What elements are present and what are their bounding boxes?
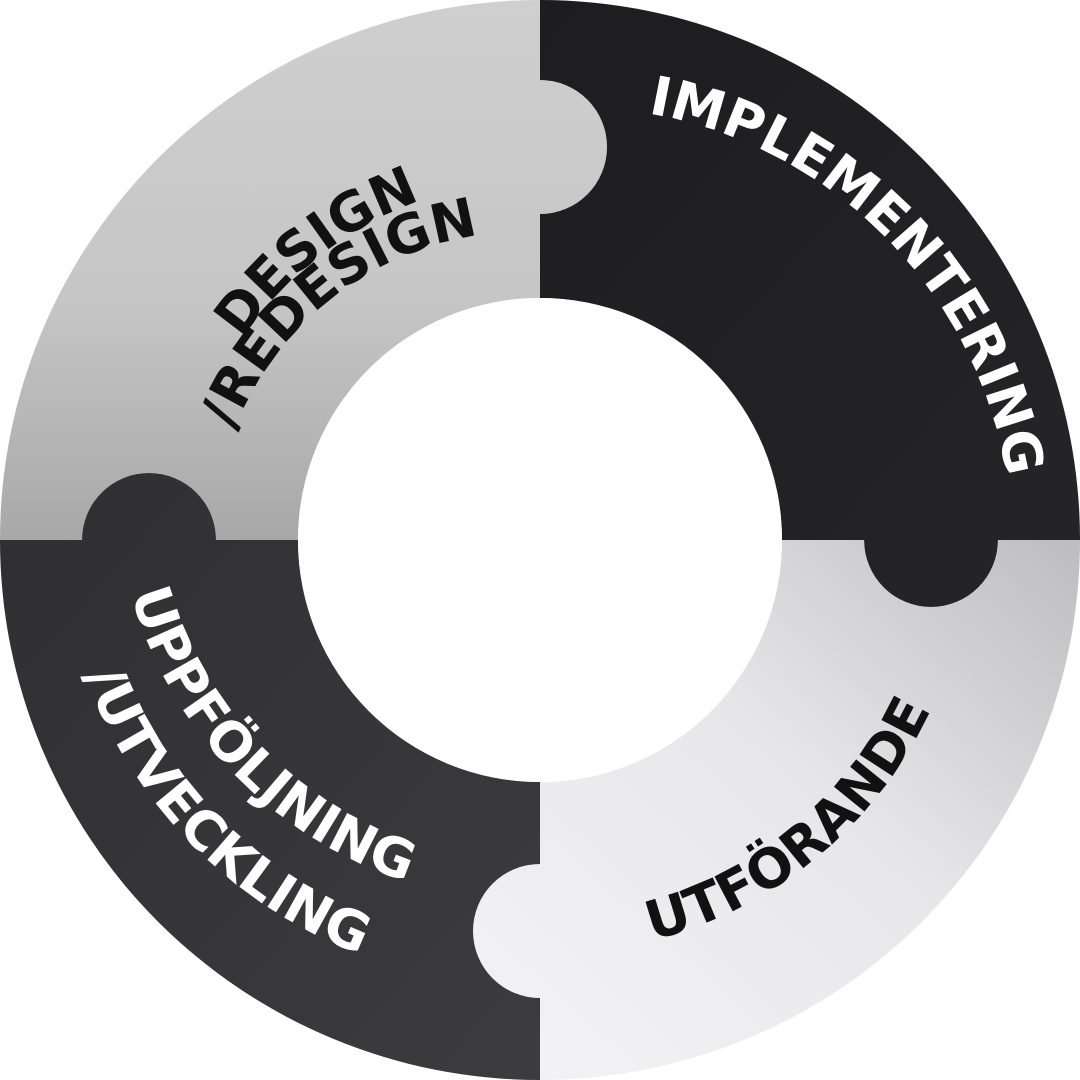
segment-utforande [473, 540, 1080, 1080]
segment-implementering [540, 0, 1080, 607]
center-hole [298, 298, 782, 782]
segment-design [0, 0, 607, 540]
segment-uppfoljning [0, 473, 540, 1080]
